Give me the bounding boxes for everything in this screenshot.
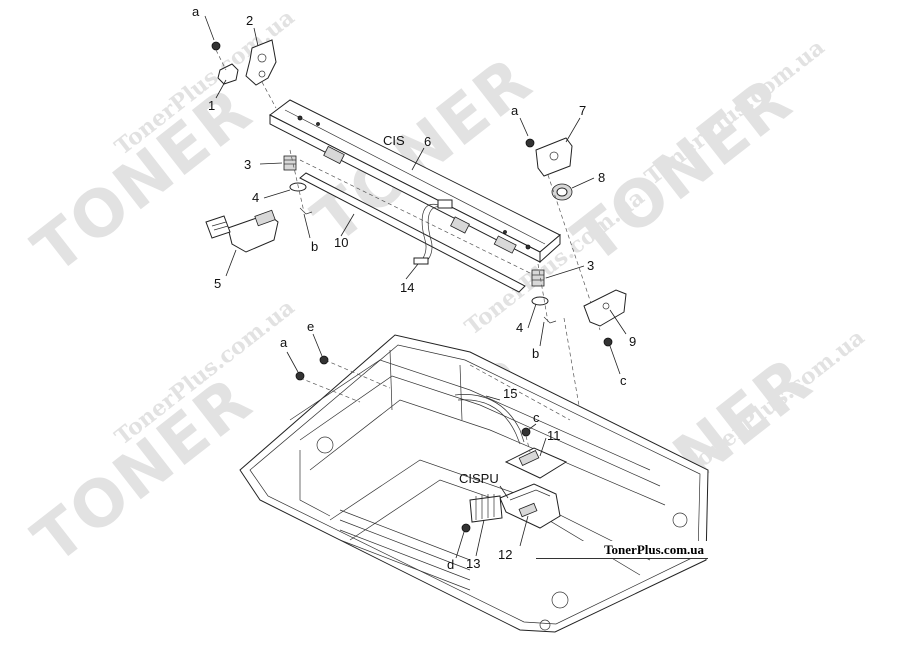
callout-4-left: 4 bbox=[252, 190, 260, 205]
callout-a-mid: a bbox=[280, 335, 288, 350]
cable-drawing bbox=[413, 199, 453, 265]
callout-7: 7 bbox=[579, 103, 587, 118]
cable-terminal-drawing bbox=[461, 494, 503, 533]
callout-13: 13 bbox=[466, 556, 481, 571]
callout-b-left: b bbox=[311, 239, 319, 254]
callout-a-top: a bbox=[192, 4, 200, 19]
callout-d: d bbox=[447, 557, 455, 572]
callout-5: 5 bbox=[214, 276, 222, 291]
holder-bracket-drawing bbox=[211, 39, 277, 109]
callout-b-right: b bbox=[532, 346, 540, 361]
spring-left-drawing bbox=[283, 149, 313, 215]
flat-cable-drawing bbox=[454, 394, 525, 445]
callout-c-mid: c bbox=[533, 410, 540, 425]
callout-e: e bbox=[307, 319, 315, 334]
lens-strip-drawing bbox=[299, 159, 531, 293]
callout-15: 15 bbox=[503, 386, 518, 401]
callout-2: 2 bbox=[246, 13, 254, 28]
callout-cispu: CISPU bbox=[459, 471, 499, 486]
callout-9: 9 bbox=[629, 334, 637, 349]
callout-1: 1 bbox=[208, 98, 216, 113]
callout-c-right: c bbox=[620, 373, 627, 388]
callout-10: 10 bbox=[334, 235, 349, 250]
callout-8: 8 bbox=[598, 170, 606, 185]
callout-11: 11 bbox=[547, 428, 561, 443]
leader-lines bbox=[204, 15, 627, 559]
screws-mid-drawing bbox=[295, 355, 329, 381]
callout-12: 12 bbox=[498, 547, 513, 562]
connector-drawing bbox=[205, 209, 279, 253]
callout-14: 14 bbox=[400, 280, 415, 295]
callout-4-right: 4 bbox=[516, 320, 524, 335]
callout-3-left: 3 bbox=[244, 157, 252, 172]
source-caption: TonerPlus.com.ua bbox=[536, 541, 708, 559]
callout-a-right: a bbox=[511, 103, 519, 118]
callout-3-right: 3 bbox=[587, 258, 595, 273]
cis-unit-drawing bbox=[269, 99, 561, 264]
board-drawing bbox=[504, 427, 568, 479]
cispu-bracket-drawing bbox=[499, 483, 561, 529]
callout-6: 6 bbox=[424, 134, 432, 149]
callout-cis: CIS bbox=[383, 133, 405, 148]
